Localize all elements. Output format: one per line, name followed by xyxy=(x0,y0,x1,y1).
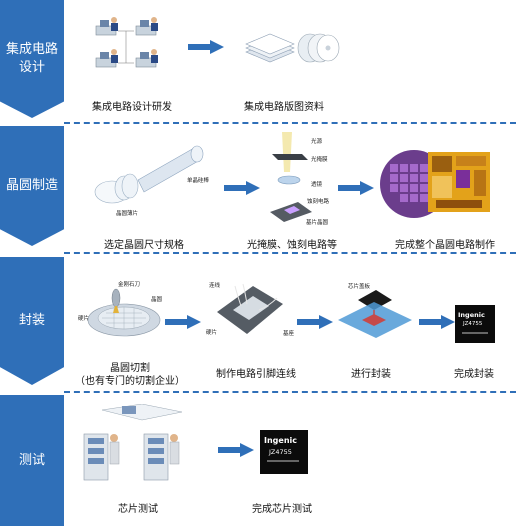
separator-1 xyxy=(64,122,516,124)
callout-single-crystal: 单晶硅棒 xyxy=(187,178,210,184)
callout-die-2: 硬片 xyxy=(206,330,218,336)
finished-wafer-illustration xyxy=(380,150,490,218)
callout-etched-circuit: 蚀刻电路 xyxy=(307,199,330,205)
callout-wafer: 晶圆 xyxy=(151,297,163,303)
stage-tag-design: 集成电路 设计 xyxy=(0,0,64,118)
designer-workstation xyxy=(135,49,158,68)
chip-model: JZ4755 xyxy=(463,321,483,327)
flow-arrow xyxy=(218,443,254,457)
flow-arrow xyxy=(188,40,224,54)
test-rack-icon xyxy=(143,433,169,481)
technician-icon xyxy=(169,434,180,465)
stage-tag-package-label: 封装 xyxy=(18,313,45,328)
technician-icon xyxy=(109,434,120,465)
wafer-slices-icon xyxy=(94,173,139,204)
die-icon xyxy=(233,296,269,320)
flow-arrow xyxy=(419,315,455,329)
test-rack-icon xyxy=(83,433,109,481)
callout-wire: 连线 xyxy=(209,283,221,289)
step-photomask-etch: 光掩膜、蚀刻电路等 xyxy=(247,240,337,251)
chip-brand: Ingenic xyxy=(264,436,298,445)
callout-substrate: 基座 xyxy=(283,331,295,337)
step-select-wafer: 选定晶圆尺寸规格 xyxy=(104,240,184,251)
layout-data-illustration xyxy=(245,33,340,63)
wafer-cutting-illustration xyxy=(87,288,161,337)
flow-arrow xyxy=(297,315,333,329)
designer-workstation xyxy=(95,49,118,68)
callout-chip-lid: 芯片盖板 xyxy=(348,284,371,290)
step-finish-package: 完成封装 xyxy=(454,369,494,380)
callout-base-wafer: 基片晶圆 xyxy=(306,220,329,226)
step-wafer-cut-line1: 晶圆切割 xyxy=(110,363,150,374)
step-finish-test: 完成芯片测试 xyxy=(252,504,312,515)
chip-marking-line xyxy=(462,332,488,334)
packaged-chip: Ingenic JZ4755 xyxy=(455,305,495,343)
tested-chip: Ingenic JZ4755 xyxy=(260,430,308,474)
diamond-blade-icon xyxy=(111,288,121,313)
photomask-icon xyxy=(272,154,308,160)
disc-icon xyxy=(297,33,340,63)
designer-workstation xyxy=(95,17,118,36)
designers-illustration xyxy=(95,17,158,68)
step-layout-data: 集成电路版图资料 xyxy=(244,102,324,113)
flow-arrow xyxy=(165,315,201,329)
lens-icon xyxy=(277,175,301,185)
separator-2 xyxy=(64,252,516,254)
stage-tag-wafer-label: 晶圆制造 xyxy=(5,178,58,193)
step-chip-test: 芯片测试 xyxy=(118,504,158,515)
designer-workstation xyxy=(135,17,158,36)
callout-die: 硬片 xyxy=(78,316,90,322)
callout-diamond-blade: 金刚石刀 xyxy=(118,282,141,288)
step-wire-bond: 制作电路引脚连线 xyxy=(216,369,296,380)
callout-lens: 透镜 xyxy=(311,182,323,188)
callout-photomask: 光掩膜 xyxy=(311,157,328,163)
stage-tag-test: 测试 xyxy=(0,395,64,526)
silicon-ingot-illustration xyxy=(94,145,204,204)
step-wafer-cut-line2: （也有专门的切割企业） xyxy=(75,376,185,387)
document-stack-icon xyxy=(245,33,295,63)
die-closeup-icon xyxy=(428,152,490,212)
packaging-illustration xyxy=(338,290,412,338)
etched-circuit-icon xyxy=(284,206,300,214)
stage-tag-design-line2: 设计 xyxy=(18,60,45,75)
chip-model: JZ4755 xyxy=(269,448,292,456)
light-beam-icon xyxy=(282,132,292,172)
die-icon xyxy=(362,314,386,326)
chip-test-illustration xyxy=(83,404,183,481)
wire-bonding-illustration xyxy=(217,283,283,334)
chip-lid-icon xyxy=(358,290,392,310)
flow-arrow xyxy=(338,181,374,195)
stage-tag-design-line1: 集成电路 xyxy=(5,42,58,57)
chip-brand: Ingenic xyxy=(458,311,485,319)
workbench-icon xyxy=(101,404,183,421)
flow-arrow xyxy=(224,181,260,195)
bond-wire-icon xyxy=(234,283,278,311)
step-do-package: 进行封装 xyxy=(351,369,391,380)
stage-tag-package: 封装 xyxy=(0,257,64,385)
step-design-dev: 集成电路设计研发 xyxy=(92,102,172,113)
callout-light-source: 光源 xyxy=(311,139,323,145)
single-crystal-rod-icon xyxy=(137,145,204,193)
callout-wafer-slice: 晶圆薄片 xyxy=(116,211,139,217)
stage-tag-test-label: 测试 xyxy=(18,452,45,468)
photolithography-illustration xyxy=(270,132,312,222)
separator-3 xyxy=(64,391,516,393)
step-finish-wafer: 完成整个晶圆电路制作 xyxy=(395,240,495,251)
chip-marking-line xyxy=(267,460,299,462)
stage-tag-wafer: 晶圆制造 xyxy=(0,126,64,246)
